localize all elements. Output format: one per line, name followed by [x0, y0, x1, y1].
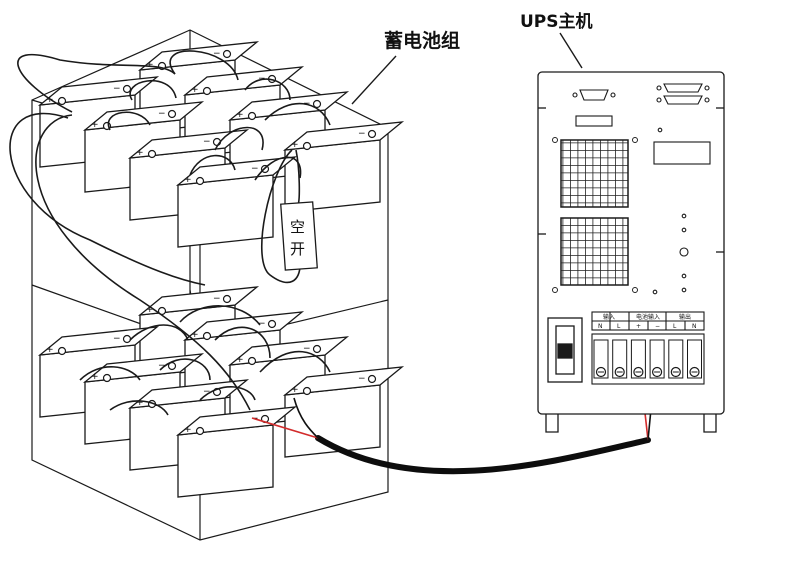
battery-plus-mark: +: [91, 120, 99, 130]
breaker-label-1: 空: [290, 218, 305, 236]
breaker-switch-icon: [547, 317, 583, 383]
battery-plus-mark: +: [136, 398, 144, 408]
terminal-screw: [687, 339, 702, 379]
terminal-l-2: L: [673, 323, 677, 330]
battery-plus-mark: +: [91, 372, 99, 382]
bottom-battery-tier: +−+−+−+−+−+−+−+−: [37, 286, 405, 498]
battery-plus-mark: +: [291, 140, 299, 150]
battery-cell-icon: +−: [282, 121, 405, 213]
battery-plus-mark: +: [184, 175, 192, 185]
battery-minus-mark: −: [213, 49, 221, 59]
battery-minus-mark: −: [158, 109, 166, 119]
terminal-group-battery: 电池输入: [636, 313, 660, 321]
terminal-screw: [612, 339, 628, 379]
breaker-box: 空 开: [280, 201, 318, 271]
battery-minus-mark: −: [203, 387, 211, 397]
battery-plus-mark: +: [236, 110, 244, 120]
battery-minus-mark: −: [213, 294, 221, 304]
terminal-n-2: N: [692, 323, 697, 330]
breaker-label-2: 开: [290, 240, 305, 258]
terminal-group-output: 输出: [679, 313, 691, 321]
battery-minus-mark: −: [203, 137, 211, 147]
top-battery-tier: +−+−+−+−+−+−+−+−: [37, 41, 405, 248]
battery-minus-mark: −: [258, 319, 266, 329]
terminal-screw: [668, 339, 684, 379]
terminal-screw: [649, 339, 665, 379]
battery-plus-mark: +: [146, 60, 154, 70]
battery-minus-mark: −: [251, 164, 259, 174]
callout-lines: [351, 32, 583, 105]
battery-minus-mark: −: [358, 129, 366, 139]
battery-minus-mark: −: [158, 361, 166, 371]
battery-cell-icon: +−: [282, 366, 405, 458]
ups-host-label: UPS主机: [520, 11, 593, 32]
battery-plus-mark: +: [136, 148, 144, 158]
top-interconnect-wires: [9, 50, 331, 411]
ups-right-panel: [652, 127, 711, 295]
battery-plus-mark: +: [46, 95, 54, 105]
terminal-labels: 输入 电池输入 输出 N L + − L N: [598, 313, 697, 330]
terminal-plus: +: [636, 323, 641, 330]
battery-plus-mark: +: [46, 345, 54, 355]
battery-cell-icon: +−: [175, 156, 298, 248]
terminal-minus: −: [655, 323, 660, 330]
battery-cell-icon: +−: [175, 406, 298, 498]
terminal-group-input: 输入: [603, 313, 615, 321]
terminal-n-1: N: [598, 323, 603, 330]
battery-plus-mark: +: [146, 305, 154, 315]
battery-plus-mark: +: [291, 385, 299, 395]
battery-minus-mark: −: [113, 84, 121, 94]
terminal-screw: [593, 339, 609, 379]
terminal-block-icon: [591, 311, 705, 385]
battery-plus-mark: +: [236, 355, 244, 365]
vent-grille-icon: [552, 137, 638, 293]
battery-plus-mark: +: [191, 85, 199, 95]
terminal-l-1: L: [617, 323, 621, 330]
terminal-screw: [630, 339, 646, 379]
bottom-interconnect-wires: [79, 305, 331, 416]
db-connector-icon: [572, 83, 710, 127]
battery-minus-mark: −: [303, 344, 311, 354]
battery-minus-mark: −: [113, 334, 121, 344]
battery-plus-mark: +: [191, 330, 199, 340]
terminal-screws: [593, 339, 702, 379]
battery-plus-mark: +: [184, 425, 192, 435]
battery-pack-label: 蓄电池组: [384, 29, 460, 52]
battery-minus-mark: −: [358, 374, 366, 384]
